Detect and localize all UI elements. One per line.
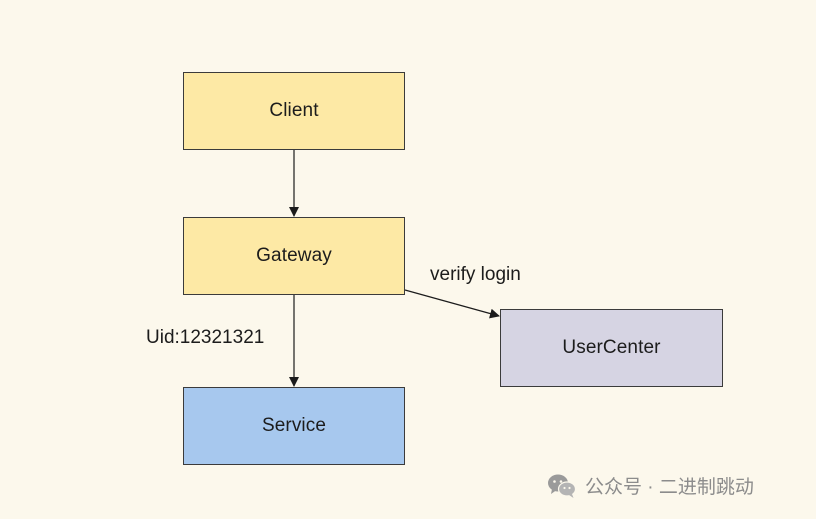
arrow-gateway-to-usercenter [404, 289, 500, 319]
usercenter-node-label: UserCenter [562, 337, 661, 358]
wechat-icon [547, 473, 577, 499]
client-node: Client [183, 72, 405, 150]
service-node: Service [183, 387, 405, 465]
gateway-node-label: Gateway [256, 245, 332, 266]
watermark-text: 公众号 · 二进制跳动 [585, 477, 754, 498]
service-node-label: Service [261, 415, 327, 436]
client-node-label: Client [269, 100, 319, 121]
watermark: 公众号 · 二进制跳动 [547, 472, 754, 499]
gateway-node: Gateway [183, 217, 405, 295]
usercenter-node: UserCenter [500, 309, 723, 387]
verify-login-label: verify login [430, 264, 521, 285]
uid-label: Uid:12321321 [146, 327, 265, 348]
